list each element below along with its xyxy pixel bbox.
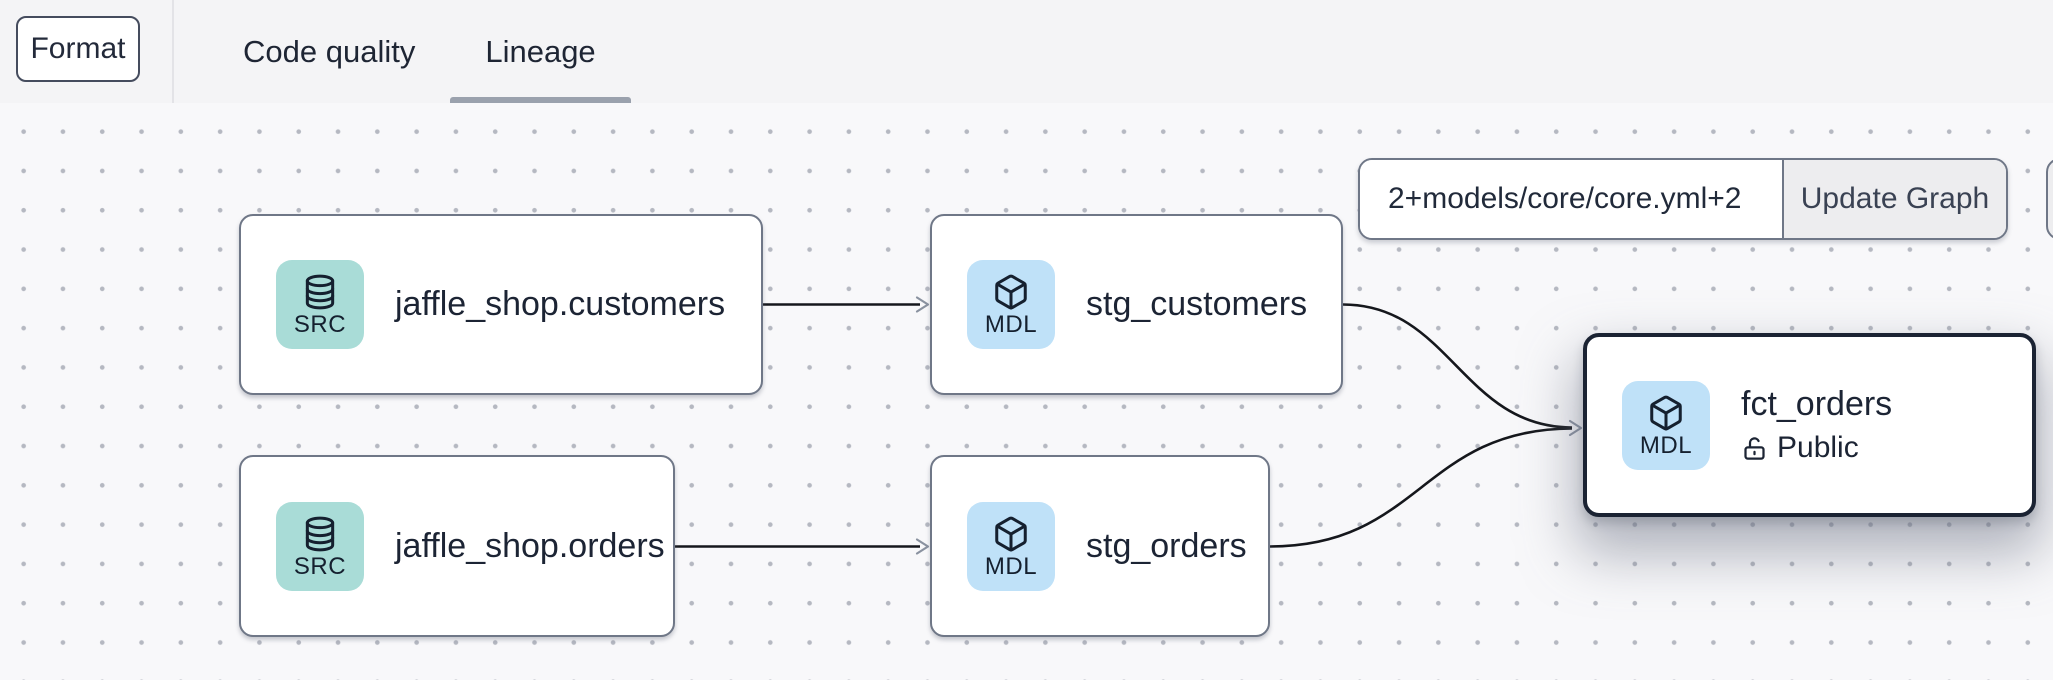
- format-button[interactable]: Format: [16, 16, 140, 82]
- source-badge: SRC: [276, 260, 364, 349]
- badge-type-label: SRC: [293, 552, 347, 580]
- badge-type-label: MDL: [984, 311, 1038, 338]
- node-label: fct_orders: [1741, 385, 1893, 423]
- node-jaffle-shop-orders[interactable]: SRC jaffle_shop.orders: [239, 455, 675, 637]
- access-row: Public: [1741, 431, 1892, 465]
- toolbar-divider: [172, 0, 174, 103]
- node-stg-orders[interactable]: MDL stg_orders: [930, 455, 1270, 637]
- clipped-right-button[interactable]: [2046, 158, 2053, 240]
- badge-type-label: MDL: [984, 552, 1038, 580]
- badge-type-label: SRC: [293, 311, 347, 338]
- node-label: jaffle_shop.customers: [395, 285, 726, 323]
- cube-icon: [995, 274, 1027, 310]
- node-jaffle-shop-customers[interactable]: SRC jaffle_shop.customers: [239, 214, 763, 395]
- arrowhead-icon: [915, 296, 930, 313]
- arrowhead-icon: [915, 538, 930, 555]
- node-label: stg_orders: [1086, 526, 1247, 565]
- badge-type-label: MDL: [1639, 431, 1693, 459]
- tab-lineage[interactable]: Lineage: [450, 0, 632, 103]
- tab-bar: Code quality Lineage: [208, 0, 632, 103]
- cube-icon: [995, 516, 1027, 551]
- model-selector-input[interactable]: [1360, 160, 1782, 238]
- model-badge: MDL: [967, 260, 1055, 349]
- tab-code-quality[interactable]: Code quality: [243, 33, 416, 69]
- node-label: jaffle_shop.orders: [395, 526, 665, 565]
- update-graph-button[interactable]: Update Graph: [1782, 160, 2006, 238]
- unlock-icon: [1744, 436, 1765, 460]
- model-badge: MDL: [1622, 380, 1710, 470]
- node-fct-orders[interactable]: MDL fct_orders Public: [1583, 333, 2036, 517]
- edge-stgorders-to-fct: [1269, 427, 1573, 548]
- cube-icon: [1650, 395, 1682, 430]
- arrowhead-icon: [1568, 419, 1583, 437]
- node-stg-customers[interactable]: MDL stg_customers: [930, 214, 1343, 395]
- model-badge: MDL: [967, 501, 1055, 591]
- database-icon: [305, 516, 335, 551]
- top-toolbar: Format Code quality Lineage: [0, 0, 2053, 104]
- source-badge: SRC: [276, 501, 364, 591]
- access-label: Public: [1777, 431, 1859, 464]
- database-icon: [305, 274, 335, 310]
- node-label: stg_customers: [1086, 285, 1308, 323]
- graph-selector-group: Update Graph: [1358, 158, 2008, 240]
- lineage-canvas[interactable]: SRC jaffle_shop.customers MDL stg_custom…: [0, 103, 2053, 680]
- edge-stgcustomers-to-fct: [1342, 303, 1573, 429]
